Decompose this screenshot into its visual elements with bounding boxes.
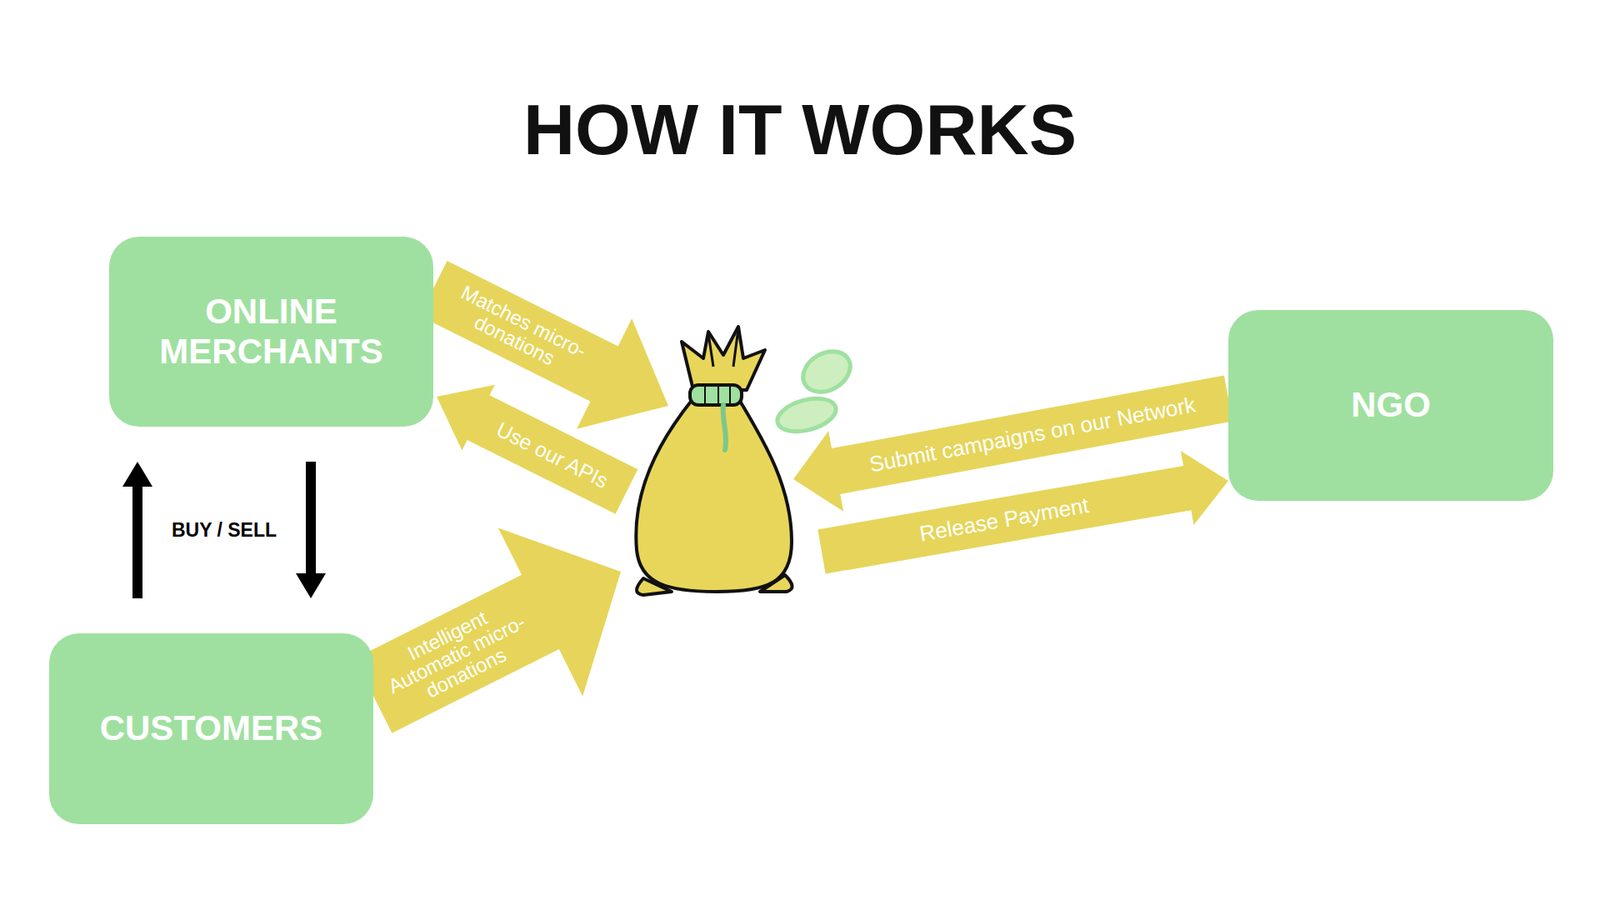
arrow-label: Release Payment <box>918 494 1091 546</box>
flow-connector <box>295 461 326 599</box>
bag-fold <box>708 328 739 367</box>
process-box: NGO <box>1228 310 1554 501</box>
process-box: CUSTOMERS <box>49 633 374 825</box>
leaf <box>774 392 840 437</box>
edge-label: BUY / SELL <box>171 519 277 542</box>
box-label: CUSTOMERS <box>100 708 324 749</box>
bag-body <box>635 398 792 592</box>
bag-top <box>681 326 765 390</box>
arrow-label: Matches micro- donations <box>442 278 596 384</box>
money-bag <box>635 326 792 595</box>
flow-connector <box>122 461 153 599</box>
leaf <box>795 343 858 400</box>
arrowhead <box>295 573 326 599</box>
connector-line <box>132 486 143 599</box>
flow-arrows <box>355 260 1234 734</box>
arrow-label: Submit campaigns on our Network <box>867 393 1198 476</box>
box-label: NGO <box>1350 385 1431 425</box>
flow-arrow <box>355 527 621 733</box>
box-label: ONLINE MERCHANTS <box>125 291 417 373</box>
leaves <box>774 343 858 438</box>
tie-ribbon <box>723 405 726 450</box>
arrow-label: Use our APIs <box>493 417 612 492</box>
bag-tie <box>690 385 742 405</box>
process-box: ONLINE MERCHANTS <box>109 236 434 427</box>
title: HOW IT WORKS <box>0 93 1600 165</box>
connector-line <box>305 461 316 574</box>
arrow-label: Intelligent Automatic micro-donations <box>371 590 542 718</box>
flow-arrow <box>436 385 638 515</box>
tie-stripe <box>705 386 730 404</box>
arrowhead <box>122 461 153 487</box>
